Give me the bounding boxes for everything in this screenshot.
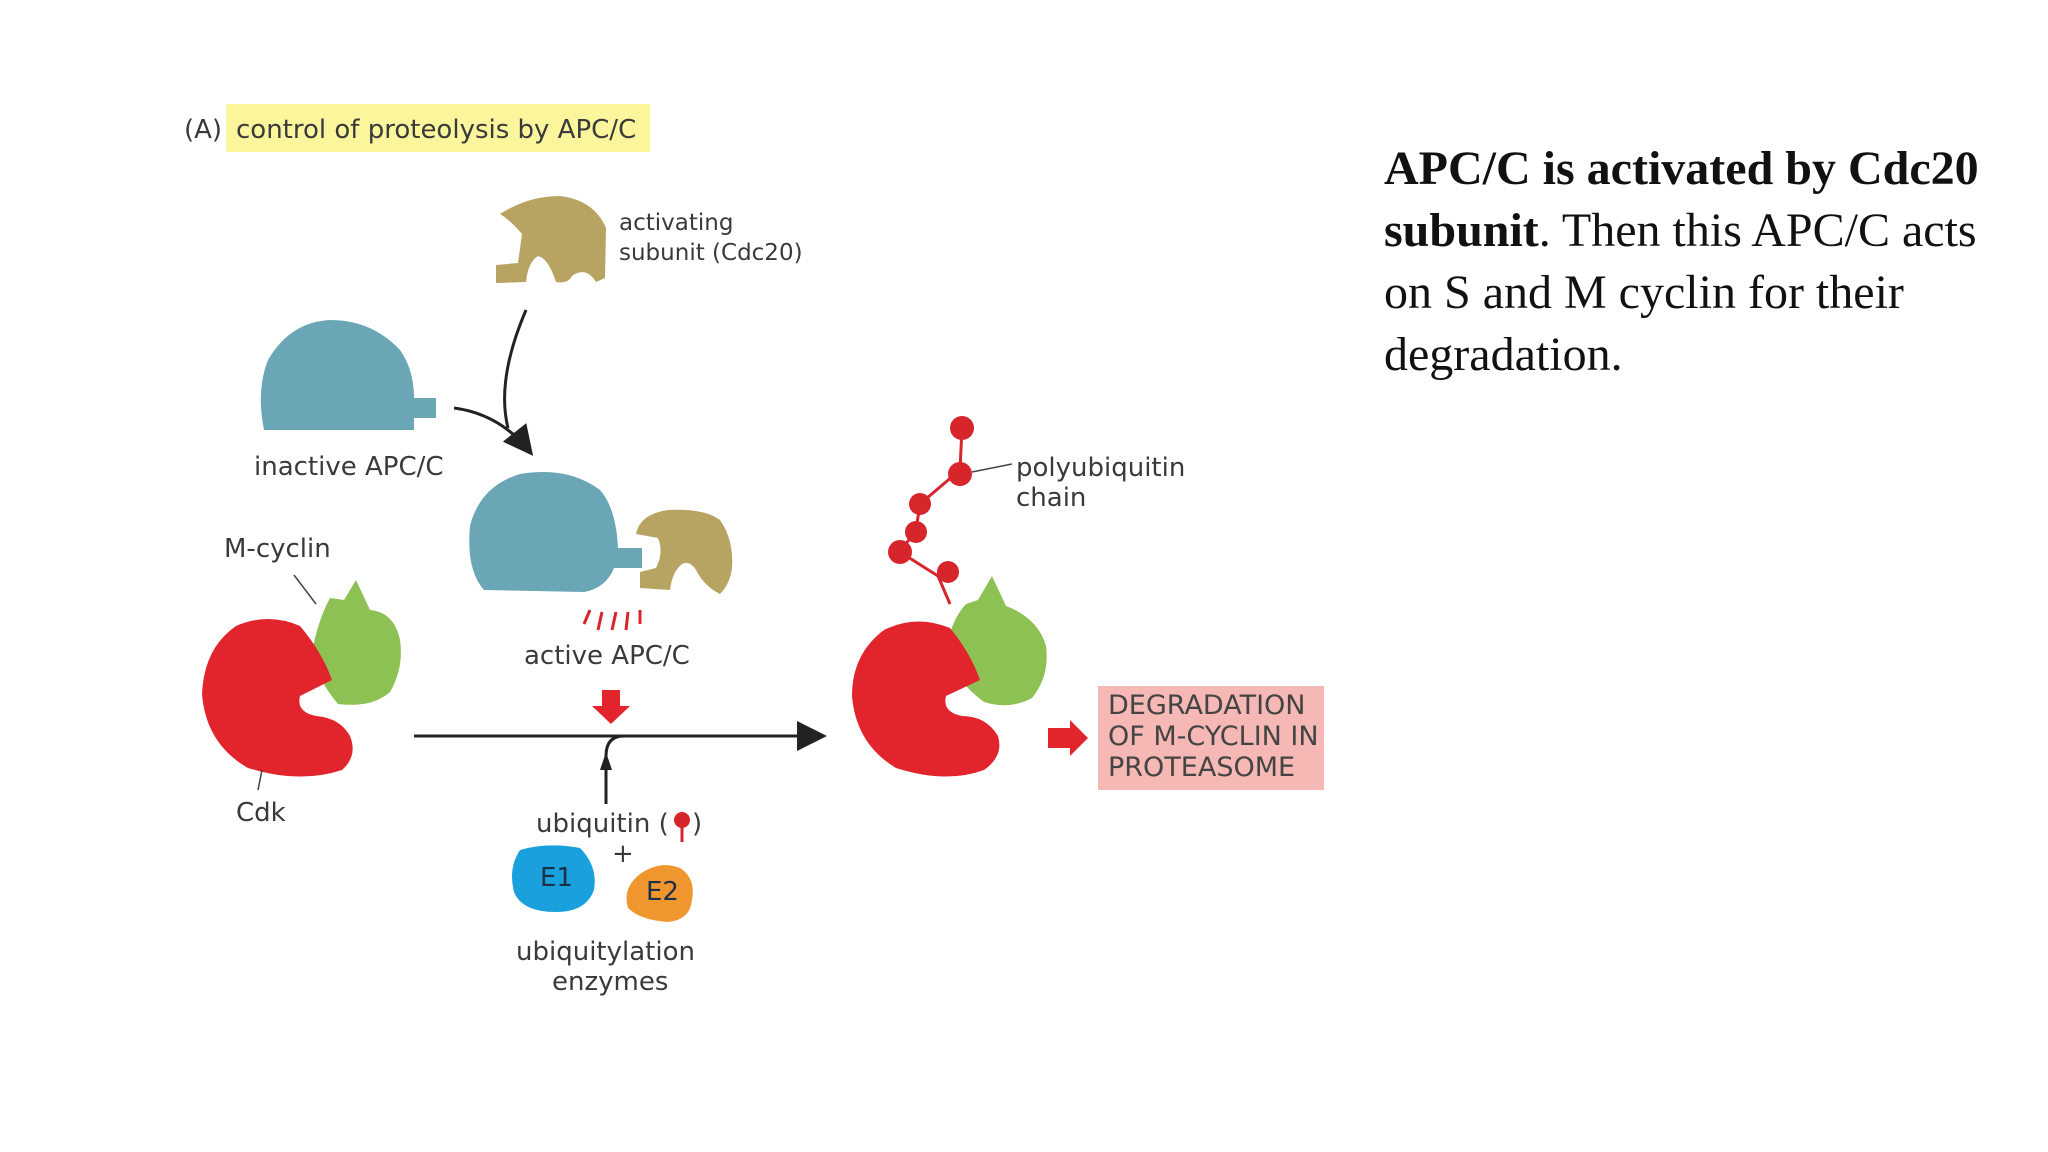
enzymes-label-line1: ubiquitylation xyxy=(516,937,695,967)
mcyclin-label: M-cyclin xyxy=(224,534,331,564)
ubiquitin-label: ubiquitin ( xyxy=(536,809,669,839)
explanation-text: APC/C is activated by Cdc20 subunit. The… xyxy=(1384,138,1994,386)
cdc20-binding-arrow xyxy=(503,309,528,429)
cdk-shape-left xyxy=(202,619,353,777)
panel-letter: (A) xyxy=(184,115,222,145)
active-cdc20-shape xyxy=(636,509,733,594)
red-down-arrow xyxy=(592,690,630,724)
explanation-rest: . Then this APC/C acts on S and M cyclin… xyxy=(1384,204,1977,381)
degradation-label-line3: PROTEASOME xyxy=(1108,752,1295,783)
enzymes-label-line2: enzymes xyxy=(552,967,668,997)
cdc20-subunit-shape xyxy=(496,196,606,283)
panel-title: control of proteolysis by APC/C xyxy=(236,115,636,145)
plus-sign: + xyxy=(612,839,634,869)
polyubiquitin-label-line2: chain xyxy=(1016,483,1086,513)
polyubiquitin-leader xyxy=(971,463,1013,473)
active-apc-shape xyxy=(469,472,642,592)
polyubiquitin-chain xyxy=(888,416,974,605)
degradation-label-line1: DEGRADATION xyxy=(1108,690,1306,721)
activating-label-line2: subunit (Cdc20) xyxy=(619,240,803,266)
polyubiquitin-label-line1: polyubiquitin xyxy=(1016,453,1185,483)
degradation-arrow xyxy=(1048,720,1088,756)
cdk-shape-right xyxy=(852,621,1000,777)
ubiquitin-icon xyxy=(674,812,690,842)
degradation-box xyxy=(1098,686,1324,790)
inactive-apc-shape xyxy=(260,320,436,430)
cdk-label: Cdk xyxy=(236,798,286,828)
activity-rays xyxy=(582,609,642,631)
activation-arrow xyxy=(453,406,534,456)
degradation-label-line2: OF M-CYCLIN IN xyxy=(1108,721,1319,752)
inactive-apc-label: inactive APC/C xyxy=(254,452,444,482)
e1-enzyme: E1 xyxy=(512,845,595,912)
activating-label-line1: activating xyxy=(619,210,733,236)
active-apc-label: active APC/C xyxy=(524,641,690,671)
e2-label: E2 xyxy=(646,877,679,907)
ubiquitin-label-end: ) xyxy=(692,809,702,839)
title-highlight xyxy=(226,104,650,152)
explanation-bold: APC/C is activated by Cdc20 subunit xyxy=(1384,142,1979,257)
e2-enzyme: E2 xyxy=(626,865,693,922)
cdk-leader xyxy=(257,769,263,791)
mcyclin-leader xyxy=(293,574,317,605)
ubiquitin-input-arrowhead xyxy=(600,752,612,770)
e1-label: E1 xyxy=(540,863,573,893)
mcyclin-shape-left xyxy=(312,580,401,705)
